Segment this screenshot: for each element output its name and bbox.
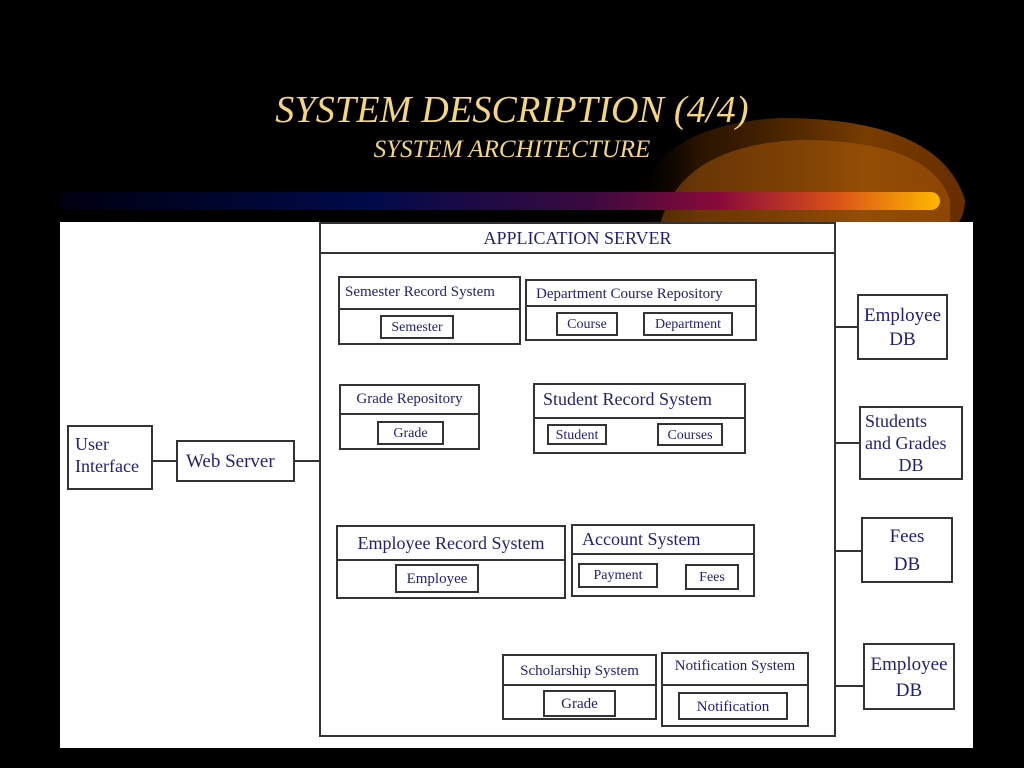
employee-db-2-box: Employee DB	[863, 643, 955, 710]
component-header-divider	[573, 526, 753, 555]
component-item: Semester	[380, 315, 454, 339]
item-label: Fees	[699, 570, 725, 585]
item-label: Payment	[593, 568, 643, 583]
db-label-line2: DB	[893, 554, 921, 575]
fees-db-box: Fees DB	[861, 517, 953, 583]
department-course-repository-box: Department Course Repository Course Depa…	[525, 279, 757, 341]
db-label-line2: DB	[889, 329, 916, 350]
component-item: Courses	[657, 423, 723, 446]
db-label-line2: and Grades	[865, 433, 947, 453]
item-label: Employee	[406, 571, 468, 587]
component-title: Department Course Repository	[536, 286, 723, 302]
component-item: Payment	[578, 563, 658, 588]
component-item: Course	[556, 312, 618, 336]
component-title: Semester Record System	[345, 284, 495, 300]
db-label-line1: Employee	[870, 654, 948, 675]
component-title: Grade Repository	[356, 391, 463, 407]
component-header-divider	[338, 527, 564, 561]
component-title: Student Record System	[543, 389, 712, 409]
employee-db-box: Employee DB	[857, 294, 948, 360]
web-server-label: Web Server	[186, 451, 275, 472]
decorative-swoosh-banner	[60, 118, 965, 240]
component-header-divider	[663, 654, 807, 686]
application-server-title: APPLICATION SERVER	[483, 228, 672, 248]
component-title: Scholarship System	[520, 663, 639, 679]
user-interface-label-2: Interface	[75, 456, 139, 476]
item-label: Department	[654, 317, 722, 332]
component-item: Notification	[678, 692, 788, 720]
web-server-box: Web Server	[176, 440, 295, 482]
component-header-divider	[527, 281, 755, 307]
account-system-box: Account System Payment Fees	[571, 524, 755, 597]
item-label: Courses	[667, 428, 713, 443]
item-label: Semester	[391, 320, 443, 335]
grade-repository-box: Grade Repository Grade	[339, 384, 480, 450]
component-header-divider	[504, 656, 655, 686]
db-label-line1: Students	[865, 411, 928, 431]
slide-subtitle: SYSTEM ARCHITECTURE	[373, 136, 651, 163]
db-label-line3: DB	[898, 455, 924, 475]
item-label: Student	[555, 428, 599, 443]
students-grades-db-box: Students and Grades DB	[859, 406, 963, 480]
scholarship-system-box: Scholarship System Grade	[502, 654, 657, 720]
employee-record-system-box: Employee Record System Employee	[336, 525, 566, 599]
slide-title: SYSTEM DESCRIPTION (4/4)	[275, 89, 749, 131]
swoosh-bar	[60, 192, 940, 210]
component-header-divider	[341, 386, 478, 415]
component-item: Department	[643, 312, 733, 336]
item-label: Grade	[393, 426, 428, 441]
item-label: Grade	[561, 696, 598, 712]
student-record-system-box: Student Record System Student Courses	[533, 383, 746, 454]
item-label: Course	[567, 317, 607, 332]
notification-system-box: Notification System Notification	[661, 652, 809, 727]
component-title: Account System	[582, 529, 701, 549]
application-server-header	[321, 224, 834, 254]
db-label-line2: DB	[895, 680, 923, 701]
component-item: Student	[547, 424, 607, 445]
user-interface-label-1: User	[75, 434, 109, 454]
db-label-line1: Employee	[863, 305, 942, 326]
component-header-divider	[535, 385, 744, 419]
component-item: Employee	[395, 564, 479, 593]
db-label-line1: Fees	[889, 526, 925, 547]
item-label: Notification	[696, 699, 770, 715]
component-header-divider	[340, 278, 519, 310]
component-item: Fees	[685, 564, 739, 590]
component-item: Grade	[543, 690, 616, 717]
component-title: Employee Record System	[357, 533, 545, 553]
semester-record-system-box: Semester Record System Semester	[338, 276, 521, 345]
user-interface-box: User Interface	[67, 425, 153, 490]
component-item: Grade	[377, 421, 444, 445]
component-title: Notification System	[674, 658, 796, 674]
